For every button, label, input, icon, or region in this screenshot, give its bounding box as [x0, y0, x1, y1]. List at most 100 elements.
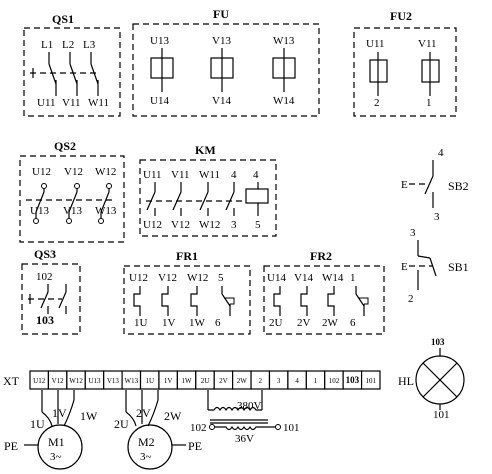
sb1-label: SB1	[448, 260, 469, 274]
km-bottom-label: 5	[255, 219, 261, 231]
sb2-pushbutton: 4 E SB2 3	[401, 147, 469, 223]
qs1-bottom-label: V11	[62, 97, 81, 109]
xt-terminal-label: 4	[295, 377, 299, 385]
qs2-top-label: U12	[32, 166, 51, 178]
hl-top-label: 103	[431, 337, 445, 347]
m1-pe: PE	[4, 439, 18, 453]
km-coil	[245, 188, 269, 204]
km-top-label: 4	[231, 169, 237, 181]
xt-terminal-label: 2W	[237, 377, 248, 385]
xt-terminal-cell	[360, 370, 381, 390]
fu-bottom-label: W14	[273, 95, 295, 107]
fr1-bottom-label: 1U	[134, 317, 148, 329]
fr1-top-label: 5	[218, 272, 224, 284]
motor-icon	[37, 424, 83, 470]
fr2-relay: FR2 U14 V14 W14 1 2U 2V 2W 6	[263, 249, 385, 335]
xt-terminal-label: 103	[346, 375, 360, 385]
xt-terminal-label: W12	[69, 377, 83, 385]
xt-terminal-label: U12	[33, 377, 46, 385]
m1-terminal-label: 1U	[30, 417, 45, 431]
fu2-fuses: FU2 U11 V11 2 1	[353, 9, 457, 117]
km-top-label: V11	[171, 169, 190, 181]
fr2-bottom-label: 2W	[322, 317, 339, 329]
km-contactor: KM U11 V11 W11 4 4 U12 V12 W12 3 5	[139, 143, 277, 237]
fr2-top-label: V14	[294, 272, 313, 284]
qs3-switch: QS3 102 103	[21, 247, 81, 335]
qs1-contacts	[30, 52, 99, 96]
m2-name: M2	[138, 435, 155, 449]
m2-terminal-label: 2U	[114, 417, 129, 431]
qs1-switch: QS1 L1 L2 L3 U11 V11 W11	[23, 12, 121, 117]
fr1-top-label: U12	[129, 272, 148, 284]
fu2-frame	[353, 27, 457, 117]
fr1-bottom-label: 6	[215, 317, 221, 329]
fr2-bottom-label: 2V	[297, 317, 311, 329]
sb1-bottom-label: 2	[408, 293, 414, 305]
fu2-fuse-symbols	[369, 52, 440, 96]
fu2-title: FU2	[390, 9, 412, 23]
fr1-thermal-elements	[133, 286, 235, 316]
fr2-title: FR2	[310, 249, 332, 263]
fu-bottom-label: U14	[150, 95, 169, 107]
xt-terminal-label: 1U	[145, 377, 154, 385]
xt-terminal-label: 101	[366, 377, 377, 385]
m2-terminal-label: 2W	[164, 409, 182, 423]
xt-terminal-label: 102	[329, 377, 340, 385]
km-frame	[139, 159, 277, 237]
fr2-frame	[263, 265, 385, 335]
hl-indicator-lamp: 103 HL 101	[398, 337, 465, 421]
xt-label: XT	[3, 374, 20, 388]
qs1-top-label: L3	[83, 39, 96, 51]
transformer-primary: 380V	[237, 400, 262, 412]
transformer-left-label: 102	[190, 422, 207, 434]
qs1-top-label: L2	[62, 39, 74, 51]
qs3-frame	[21, 263, 81, 335]
qs3-title: QS3	[34, 247, 56, 261]
fu2-bottom-label: 1	[426, 97, 432, 109]
m1-phase: 3~	[50, 451, 62, 463]
hl-bottom-label: 101	[433, 409, 450, 421]
fu-fuses: FU U13 V13 W13 U14 V14 W14	[132, 7, 320, 117]
sb2-label: SB2	[448, 179, 469, 193]
sb1-top-label: 3	[410, 227, 416, 239]
control-transformer: 380V 102 101 36V	[190, 390, 300, 445]
fr1-top-label: V12	[158, 272, 177, 284]
km-title: KM	[195, 143, 216, 157]
sb2-top-label: 4	[438, 147, 444, 159]
fu-bottom-label: V14	[212, 95, 231, 107]
qs2-contacts	[26, 183, 112, 224]
fr1-relay: FR1 U12 V12 W12 5 1U 1V 1W 6	[123, 249, 251, 335]
km-bottom-label: V12	[171, 219, 190, 231]
m2-pe: PE	[188, 439, 202, 453]
xt-terminal-label: 2	[259, 377, 263, 385]
fu-top-label: W13	[273, 35, 295, 47]
fu2-top-label: U11	[366, 38, 385, 50]
qs2-top-label: V12	[64, 166, 83, 178]
qs2-frame	[19, 155, 125, 243]
qs1-top-label: L1	[41, 39, 53, 51]
qs3-bottom-label: 103	[36, 313, 54, 327]
motor-icon	[127, 424, 173, 470]
xt-terminal-label: 2V	[219, 377, 228, 385]
fu2-bottom-label: 2	[374, 97, 380, 109]
sb2-bottom-label: 3	[434, 211, 440, 223]
sb2-e-mark: E	[401, 179, 408, 191]
fr1-frame	[123, 265, 251, 335]
km-bottom-label: U12	[143, 219, 162, 231]
xt-terminal-label: 1W	[182, 377, 193, 385]
km-contacts	[146, 182, 269, 216]
km-top-label: W11	[199, 169, 220, 181]
fr2-bottom-label: 6	[350, 317, 356, 329]
transformer-right-label: 101	[283, 422, 300, 434]
motor-m1: 1V 1W 1U M1 3~ PE	[4, 390, 98, 470]
xt-terminal-label: 2U	[201, 377, 210, 385]
m1-name: M1	[48, 435, 65, 449]
xt-terminal-label: 1V	[164, 377, 173, 385]
qs2-bottom-label: V13	[63, 205, 82, 217]
qs1-frame	[23, 27, 121, 117]
qs2-bottom-label: W13	[95, 205, 117, 217]
fr1-bottom-label: 1W	[189, 317, 206, 329]
m1-terminal-label: 1V	[52, 406, 67, 420]
